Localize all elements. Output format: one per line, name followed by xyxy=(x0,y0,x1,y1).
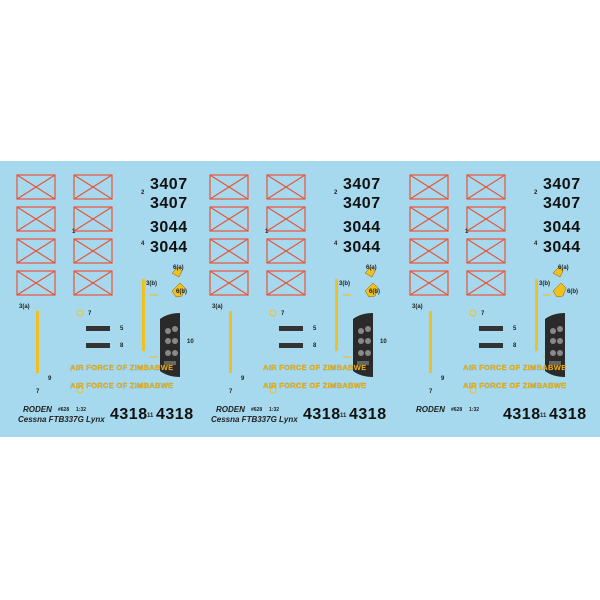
ref-4: 4 xyxy=(141,241,145,247)
serial-3044-b: 3044 xyxy=(150,239,188,256)
decal-sheet: 3407 3407 3044 3044 2 1 4 6(a) 3(b) 6(b)… xyxy=(0,161,600,437)
serial-3044-a: 3044 xyxy=(343,219,381,236)
ref-4: 4 xyxy=(534,241,538,247)
ref-7: 7 xyxy=(88,311,92,317)
ref-3a: 3(a) xyxy=(412,304,423,310)
ref-5: 5 xyxy=(313,326,317,332)
ref-11: 11 xyxy=(340,413,347,419)
serial-3044-a: 3044 xyxy=(543,219,581,236)
tail-code-b: 4318 xyxy=(549,406,587,423)
scale: 1:32 xyxy=(76,407,87,413)
catalog-number: #628 xyxy=(451,407,463,413)
yellow-stripe-right xyxy=(142,279,145,351)
serial-3044-b: 3044 xyxy=(343,239,381,256)
ref-6a: 6(a) xyxy=(173,265,184,271)
yellow-stripe-left xyxy=(36,311,39,373)
brand-roden: RODEN xyxy=(216,405,245,414)
ref-6b: 6(b) xyxy=(567,289,578,295)
air-force-text-2: AIR FORCE OF ZIMBABWE xyxy=(263,381,367,390)
air-force-text-1: AIR FORCE OF ZIMBABWE xyxy=(463,363,567,372)
catalog-number: #628 xyxy=(251,407,263,413)
tail-code-a: 4318 xyxy=(303,406,341,423)
tail-code-b: 4318 xyxy=(156,406,194,423)
instrument-panel-decal xyxy=(160,313,180,377)
serial-3044-a: 3044 xyxy=(150,219,188,236)
panel-graphics xyxy=(209,174,379,394)
model-name: Cessna FTB337G Lynx xyxy=(18,415,105,424)
ref-7-b: 7 xyxy=(429,389,433,395)
ref-3a: 3(a) xyxy=(19,304,30,310)
ref-3b: 3(b) xyxy=(539,281,550,287)
serial-3407-b: 3407 xyxy=(543,195,581,212)
ref-7: 7 xyxy=(281,311,285,317)
ref-1: 1 xyxy=(265,229,269,235)
ref-3a: 3(a) xyxy=(212,304,223,310)
ref-3b: 3(b) xyxy=(339,281,350,287)
ref-9: 9 xyxy=(48,376,52,382)
catalog-number: #628 xyxy=(58,407,70,413)
ref-10: 10 xyxy=(187,339,194,345)
air-force-text-2: AIR FORCE OF ZIMBABWE xyxy=(70,381,174,390)
tail-code-b: 4318 xyxy=(349,406,387,423)
ref-8: 8 xyxy=(120,343,124,349)
ref-1: 1 xyxy=(72,229,76,235)
ref-10: 10 xyxy=(380,339,387,345)
brand-roden: RODEN xyxy=(416,405,445,414)
scale: 1:32 xyxy=(469,407,480,413)
ref-8: 8 xyxy=(513,343,517,349)
brand-roden: RODEN xyxy=(23,405,52,414)
serial-3407-b: 3407 xyxy=(343,195,381,212)
ref-3b: 3(b) xyxy=(146,281,157,287)
decal-panel-3: 3407 3407 3044 3044 2 1 4 6(a) 3(b) 6(b)… xyxy=(393,161,593,437)
ref-11: 11 xyxy=(540,413,547,419)
ref-9: 9 xyxy=(241,376,245,382)
tail-code-a: 4318 xyxy=(503,406,541,423)
ref-6b: 6(b) xyxy=(176,289,187,295)
air-force-text-2: AIR FORCE OF ZIMBABWE xyxy=(463,381,567,390)
decal-panel-2: 3407 3407 3044 3044 2 1 4 6(a) 3(b) 6(b)… xyxy=(193,161,393,437)
model-name: Cessna FTB337G Lynx xyxy=(211,415,298,424)
serial-3407-a: 3407 xyxy=(150,176,188,193)
serial-3407-b: 3407 xyxy=(150,195,188,212)
ref-5: 5 xyxy=(120,326,124,332)
ref-6b: 6(b) xyxy=(369,289,380,295)
serial-3407-a: 3407 xyxy=(343,176,381,193)
serial-3044-b: 3044 xyxy=(543,239,581,256)
scale: 1:32 xyxy=(269,407,280,413)
serial-3407-a: 3407 xyxy=(543,176,581,193)
panel-graphics xyxy=(16,174,186,394)
red-cross-decals xyxy=(16,174,113,296)
panel-graphics xyxy=(409,174,567,394)
ref-5: 5 xyxy=(513,326,517,332)
ref-7-b: 7 xyxy=(229,389,233,395)
ref-8: 8 xyxy=(313,343,317,349)
ref-6a: 6(a) xyxy=(366,265,377,271)
tail-code-a: 4318 xyxy=(110,406,148,423)
ref-6a: 6(a) xyxy=(558,265,569,271)
ref-7-b: 7 xyxy=(36,389,40,395)
ref-7: 7 xyxy=(481,311,485,317)
decal-panel-1: 3407 3407 3044 3044 2 1 4 6(a) 3(b) 6(b)… xyxy=(0,161,200,437)
ref-2: 2 xyxy=(534,190,538,196)
ref-11: 11 xyxy=(147,413,154,419)
air-force-text-1: AIR FORCE OF ZIMBABWE xyxy=(263,363,367,372)
ref-4: 4 xyxy=(334,241,338,247)
ref-1: 1 xyxy=(465,229,469,235)
air-force-text-1: AIR FORCE OF ZIMBABWE xyxy=(70,363,174,372)
ref-2: 2 xyxy=(334,190,338,196)
ref-9: 9 xyxy=(441,376,445,382)
ref-2: 2 xyxy=(141,190,145,196)
